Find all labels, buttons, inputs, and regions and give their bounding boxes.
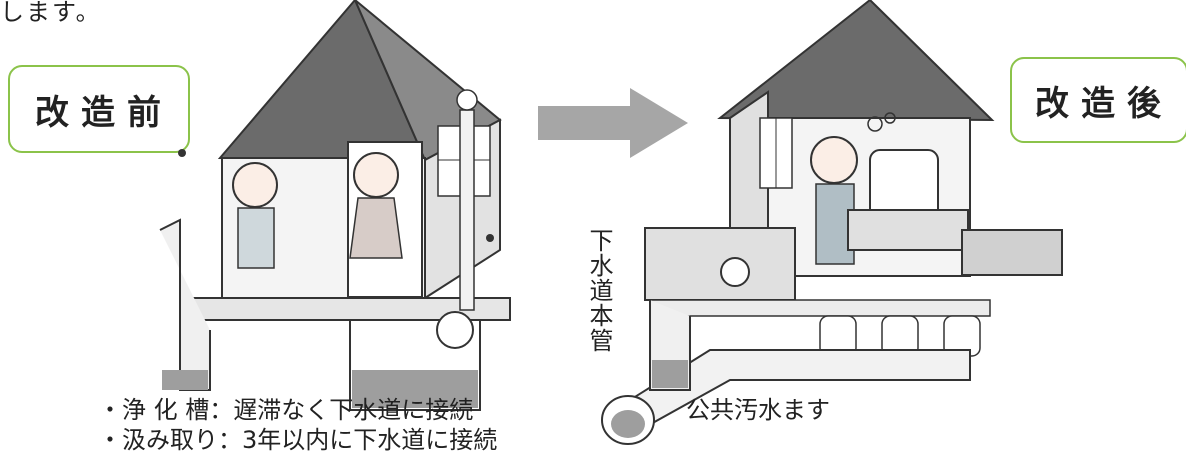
house-before-icon [159,0,511,411]
caption-public-sewer-box: 公共汚水ます [686,396,830,424]
sewer-main-label: 下水道本管 [585,228,613,353]
caption-pit-latrine: ・汲み取り：3年以内に下水道に接続 [98,426,498,454]
top-text-fragment: します。 [0,0,102,26]
sewer-pipe-icon [601,315,981,445]
label-after-renovation: 改造後 [1010,57,1186,143]
caption-septic-tank: ・浄 化 槽：遅滞なく下水道に接続 [98,396,474,424]
right-arrow-icon [538,88,688,158]
house-after-icon [601,0,1063,445]
label-before-renovation: 改造前 [8,65,190,153]
